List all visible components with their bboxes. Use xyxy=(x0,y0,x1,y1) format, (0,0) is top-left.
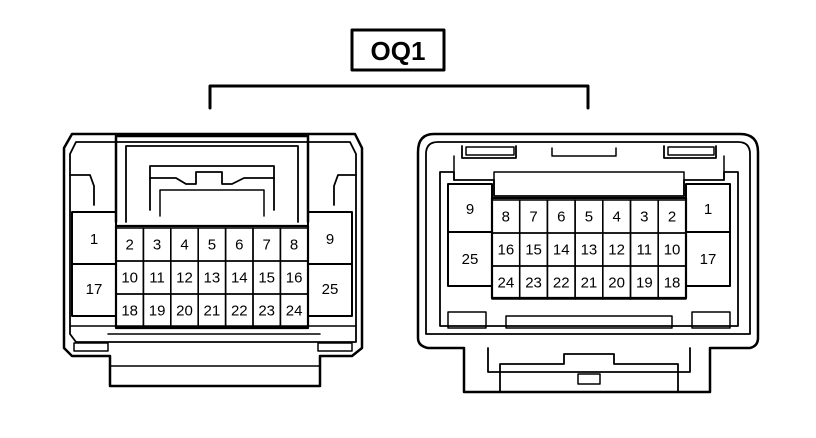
female-pin-label: 23 xyxy=(525,275,542,292)
female-pin-label: 3 xyxy=(640,209,648,226)
male-pin-right-bottom: 25 xyxy=(322,281,339,298)
male-pin-label: 23 xyxy=(258,303,275,320)
male-pin-label: 2 xyxy=(126,237,134,254)
female-pin-label: 20 xyxy=(608,275,625,292)
male-pin-label: 11 xyxy=(149,270,165,287)
male-pin-label: 14 xyxy=(231,270,248,287)
female-pin-label: 6 xyxy=(557,209,565,226)
female-pin-left-top: 9 xyxy=(466,201,474,218)
male-pin-label: 6 xyxy=(235,237,243,254)
male-pin-left-bottom: 17 xyxy=(86,281,103,298)
female-pin-label: 10 xyxy=(664,242,681,259)
female-pin-labels: 8 7 6 5 4 3 2 16 15 14 13 12 11 10 24 23 22 21 20 19 18 xyxy=(498,209,681,292)
female-pin-label: 2 xyxy=(668,209,676,226)
female-pin-left-bottom: 25 xyxy=(462,251,479,268)
male-pin-label: 4 xyxy=(180,237,188,254)
male-connector xyxy=(62,132,364,388)
female-pin-label: 21 xyxy=(581,275,598,292)
male-pin-label: 7 xyxy=(263,237,271,254)
female-pin-label: 19 xyxy=(636,275,653,292)
male-pin-left-top: 1 xyxy=(90,231,98,248)
male-pin-label: 12 xyxy=(176,270,193,287)
pairing-bracket xyxy=(208,84,590,110)
male-pin-label: 8 xyxy=(290,237,298,254)
female-pin-label: 12 xyxy=(608,242,625,259)
male-pin-grid xyxy=(115,227,309,328)
female-pin-label: 11 xyxy=(637,242,653,259)
female-pin-label: 8 xyxy=(502,209,510,226)
connector-title: OQ1 xyxy=(371,36,426,66)
male-pin-label: 5 xyxy=(208,237,216,254)
female-pin-right-bottom: 17 xyxy=(700,251,717,268)
male-pin-label: 16 xyxy=(286,270,303,287)
male-pin-label: 21 xyxy=(204,303,221,320)
female-pin-right-top: 1 xyxy=(704,201,712,218)
female-pin-label: 18 xyxy=(664,275,681,292)
female-pin-label: 14 xyxy=(553,242,570,259)
male-pin-label: 24 xyxy=(286,303,303,320)
male-pin-label: 10 xyxy=(121,270,138,287)
male-pin-label: 22 xyxy=(231,303,248,320)
male-pin-label: 13 xyxy=(204,270,221,287)
connector-title-box: OQ1 xyxy=(350,28,446,72)
female-pin-label: 13 xyxy=(581,242,598,259)
female-pin-cell xyxy=(657,265,687,300)
male-pin-label: 20 xyxy=(176,303,193,320)
male-pin-label: 15 xyxy=(258,270,275,287)
female-pin-label: 4 xyxy=(612,209,620,226)
female-pin-label: 7 xyxy=(529,209,537,226)
female-pin-label: 15 xyxy=(525,242,542,259)
female-pin-label: 16 xyxy=(498,242,515,259)
female-pin-label: 24 xyxy=(498,275,515,292)
male-pin-label: 3 xyxy=(153,237,161,254)
female-pin-label: 22 xyxy=(553,275,570,292)
female-connector xyxy=(416,132,760,394)
male-pin-label: 18 xyxy=(121,303,138,320)
male-pin-label: 19 xyxy=(149,303,166,320)
female-pin-grid xyxy=(491,199,687,300)
male-pin-cell xyxy=(279,293,309,328)
male-pin-right-top: 9 xyxy=(326,231,334,248)
female-pin-label: 5 xyxy=(585,209,593,226)
